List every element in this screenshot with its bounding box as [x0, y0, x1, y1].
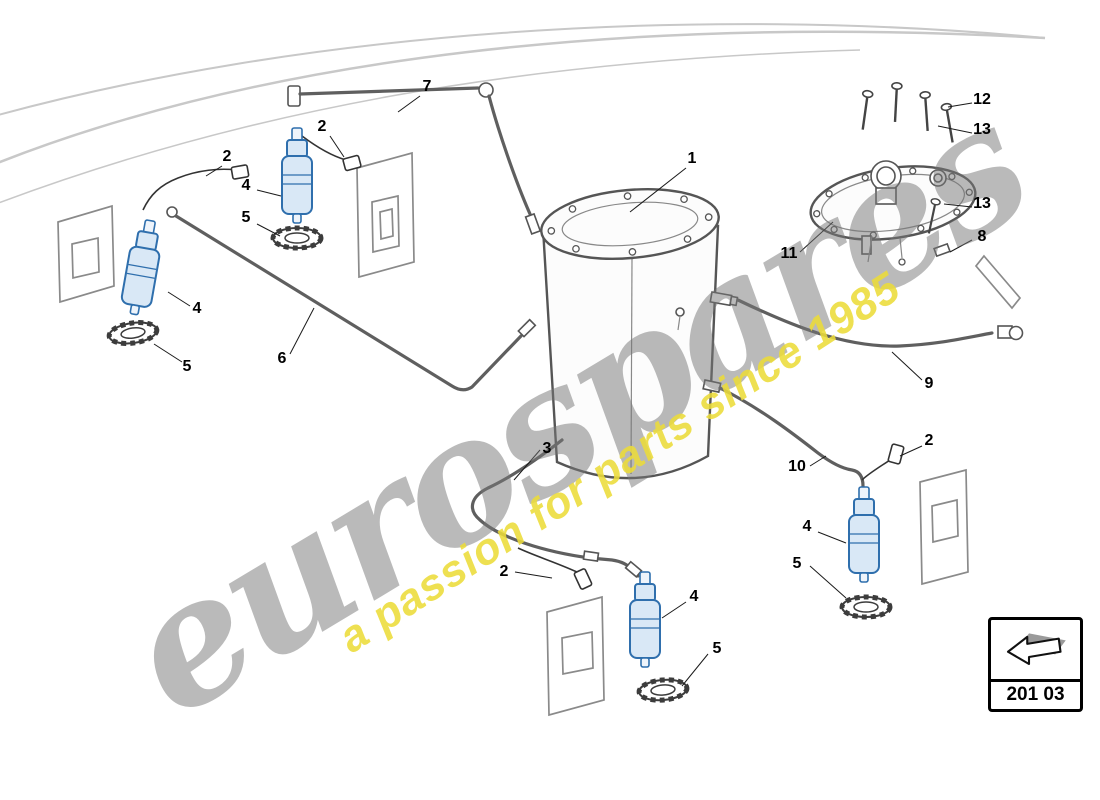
- diagram-code: 201 03: [991, 679, 1080, 709]
- callout-7: 7: [422, 78, 432, 95]
- callout-12: 12: [973, 91, 991, 108]
- callout-5: 5: [712, 640, 722, 657]
- callout-2: 2: [924, 432, 934, 449]
- callout-9: 9: [924, 375, 934, 392]
- fuel-pump-right: [848, 486, 880, 583]
- direction-arrow-icon: [991, 620, 1080, 679]
- leader-lines: [153, 95, 973, 687]
- callout-4: 4: [802, 518, 812, 535]
- wire-connector-2-right: [861, 443, 905, 481]
- callout-5: 5: [792, 555, 802, 572]
- callout-2: 2: [222, 148, 232, 165]
- callout-4: 4: [192, 300, 202, 317]
- fuel-pump-bottom: [629, 571, 661, 668]
- callout-4: 4: [689, 588, 699, 605]
- callout-8: 8: [977, 228, 987, 245]
- locking-ring-right: [842, 597, 890, 617]
- wire-connector-2-bottom: [517, 547, 593, 590]
- wire-connector-2-middle: [301, 135, 362, 172]
- callout-1: 1: [687, 150, 697, 167]
- callout-6: 6: [277, 350, 287, 367]
- callout-5: 5: [182, 358, 192, 375]
- fuel-pump-left: [118, 217, 167, 318]
- callout-13: 13: [973, 121, 991, 138]
- locking-ring-left: [108, 320, 158, 346]
- callout-2: 2: [317, 118, 327, 135]
- locking-ring-middle: [273, 228, 321, 248]
- callout-3: 3: [542, 440, 552, 457]
- fuel-line-10: [718, 386, 865, 505]
- callout-10: 10: [788, 458, 806, 475]
- locking-ring-bottom: [638, 678, 688, 702]
- callout-13: 13: [973, 195, 991, 212]
- fuel-line-6: [166, 206, 537, 392]
- fuel-line-7: [287, 82, 542, 235]
- callout-5: 5: [241, 209, 251, 226]
- fuel-line-9: [736, 298, 1024, 348]
- fuel-tank: [540, 188, 739, 480]
- diagram-code-box: 201 03: [988, 617, 1083, 712]
- fuel-line-3: [470, 438, 643, 578]
- swoosh-lines: [0, 23, 1046, 204]
- bracket-diagonal: [974, 254, 1022, 310]
- callout-11: 11: [780, 245, 798, 262]
- wire-connector-2-left: [142, 164, 250, 211]
- sender-plate-assembly: [809, 81, 977, 266]
- bracket-right: [919, 468, 969, 586]
- callout-4: 4: [241, 177, 251, 194]
- fuel-pump-middle: [281, 127, 313, 224]
- callout-2: 2: [499, 563, 509, 580]
- bracket-middle: [356, 151, 415, 279]
- bracket-left: [57, 204, 115, 304]
- bracket-bottom: [546, 595, 605, 717]
